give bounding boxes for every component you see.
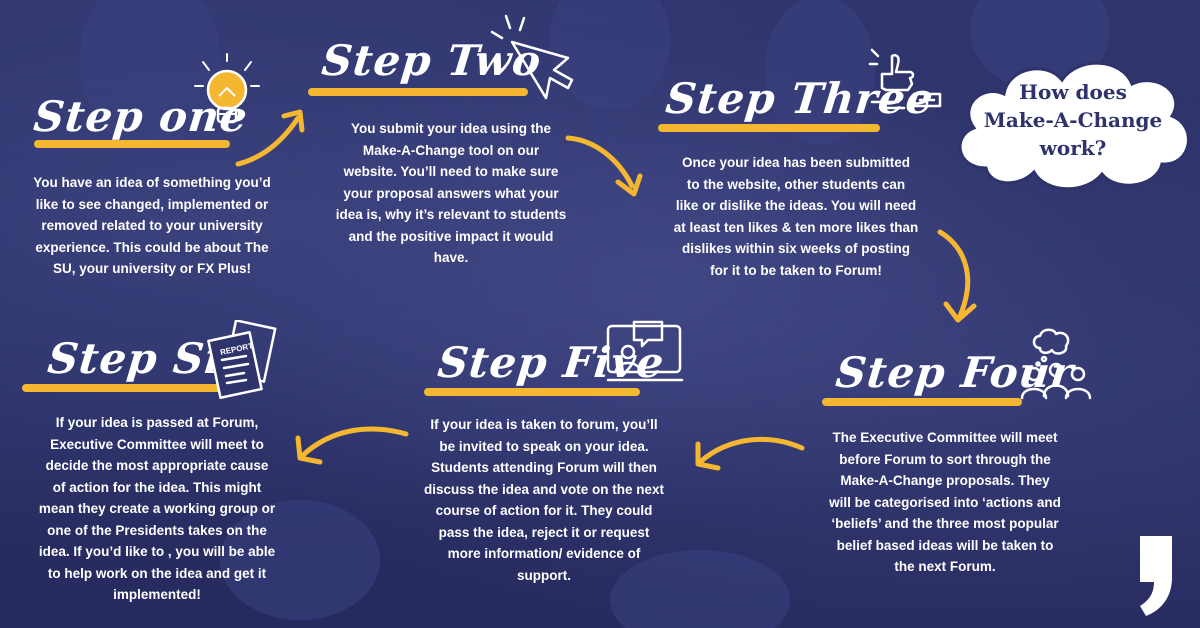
report-icon: REPORT xyxy=(207,320,277,399)
step-four-line: ‘beliefs’ and the three most popular xyxy=(831,516,1059,531)
step-three-underline xyxy=(658,124,880,132)
step-five-description: If your idea is taken to forum, you’ll b… xyxy=(404,414,684,586)
cursor-icon xyxy=(490,14,574,100)
step-five-line: pass the idea, reject it or request xyxy=(438,524,650,540)
step-five-line: support. xyxy=(517,567,571,583)
step-four-line: The Executive Committee will meet xyxy=(832,430,1058,445)
step-one-line: experience. This could be about The xyxy=(35,239,269,255)
step-two-line: website. You’ll need to make sure xyxy=(343,164,559,179)
cloud-title-line: work? xyxy=(1039,136,1107,160)
step-five-underline xyxy=(424,388,640,396)
step-two-line: have. xyxy=(433,250,469,265)
step-one-line: You have an idea of something you’d xyxy=(33,175,271,190)
arrow-step-four-to-five xyxy=(695,436,805,471)
step-two-line: idea is, why it’s relevant to students xyxy=(335,207,567,222)
step-one-line: removed related to your university xyxy=(41,218,263,233)
arrow-step-three-to-four xyxy=(937,229,977,323)
step-six-line: mean they create a working group or xyxy=(38,501,276,516)
lightbulb-icon xyxy=(194,53,260,124)
step-six-line: If your idea is passed at Forum, xyxy=(55,415,259,430)
step-one-underline xyxy=(34,140,230,148)
cloud-title-line: How does xyxy=(1019,80,1127,104)
cloud-title: How does Make-A-Change work? xyxy=(968,78,1178,162)
step-four-line: will be categorised into ‘actions and xyxy=(829,494,1061,510)
cloud-shape xyxy=(958,61,1190,191)
step-six-line: decide the most appropriate cause xyxy=(45,458,269,473)
step-one-description: You have an idea of something you’d like… xyxy=(14,172,290,280)
step-four-line: belief based ideas will be taken to xyxy=(836,537,1054,553)
step-two-underline xyxy=(308,88,528,96)
step-five-line: If your idea is taken to forum, you’ll xyxy=(430,417,658,432)
step-six-description: If your idea is passed at Forum, Executi… xyxy=(14,412,300,606)
step-two-line: Make-A-Change tool on our xyxy=(362,142,540,158)
step-six-line: one of the Presidents takes on the xyxy=(47,522,267,538)
step-four-description: The Executive Committee will meet before… xyxy=(812,427,1078,578)
step-two-line: and the positive impact it would xyxy=(348,228,554,244)
step-six-line: implemented! xyxy=(113,587,201,602)
step-three-line: for it to be taken to Forum! xyxy=(710,262,882,278)
step-two-line: You submit your idea using the xyxy=(350,121,551,136)
step-six-line: of action for the idea. This might xyxy=(52,479,262,495)
step-four-line: the next Forum. xyxy=(894,559,996,574)
arrow-step-one-to-two xyxy=(235,109,305,167)
step-six-line: Executive Committee will meet to xyxy=(50,436,264,452)
arrow-step-five-to-six xyxy=(295,426,409,465)
step-four-line: Make-A-Change proposals. They xyxy=(840,473,1050,488)
step-five-line: discuss the idea and vote on the next xyxy=(423,481,665,497)
step-three-line: at least ten likes & ten more likes than xyxy=(673,219,919,235)
step-two-line: your proposal answers what your xyxy=(343,185,559,201)
step-three-line: to the website, other students can xyxy=(686,176,906,192)
group-discussion-icon xyxy=(1020,328,1092,400)
step-one-line: like to see changed, implemented or xyxy=(35,196,269,212)
step-three-line: dislikes within six weeks of posting xyxy=(681,241,911,256)
step-six-line: to help work on the idea and get it xyxy=(47,565,267,581)
step-five-line: more information/ evidence of xyxy=(447,546,641,561)
step-five-line: Students attending Forum will then xyxy=(431,460,657,475)
comma-logo-icon xyxy=(1140,536,1172,616)
cloud-title-line: Make-A-Change xyxy=(983,108,1163,132)
step-two-description: You submit your idea using the Make-A-Ch… xyxy=(312,118,590,269)
thumbs-up-dislike-icon xyxy=(868,48,942,110)
step-three-line: like or dislike the ideas. You will need xyxy=(675,198,917,213)
step-four-underline xyxy=(822,398,1022,406)
step-five-line: be invited to speak on your idea. xyxy=(439,438,649,454)
step-five-line: course of action for it. They could xyxy=(435,503,653,518)
step-one-line: SU, your university or FX Plus! xyxy=(52,261,252,276)
step-four-line: before Forum to sort through the xyxy=(839,451,1051,467)
arrow-step-two-to-three xyxy=(565,135,643,197)
step-three-description: Once your idea has been submitted to the… xyxy=(654,152,938,281)
video-call-icon xyxy=(606,320,684,382)
step-three-line: Once your idea has been submitted xyxy=(681,155,911,170)
step-six-line: idea. If you’d like to , you will be abl… xyxy=(38,544,276,559)
step-six-underline xyxy=(22,384,234,392)
